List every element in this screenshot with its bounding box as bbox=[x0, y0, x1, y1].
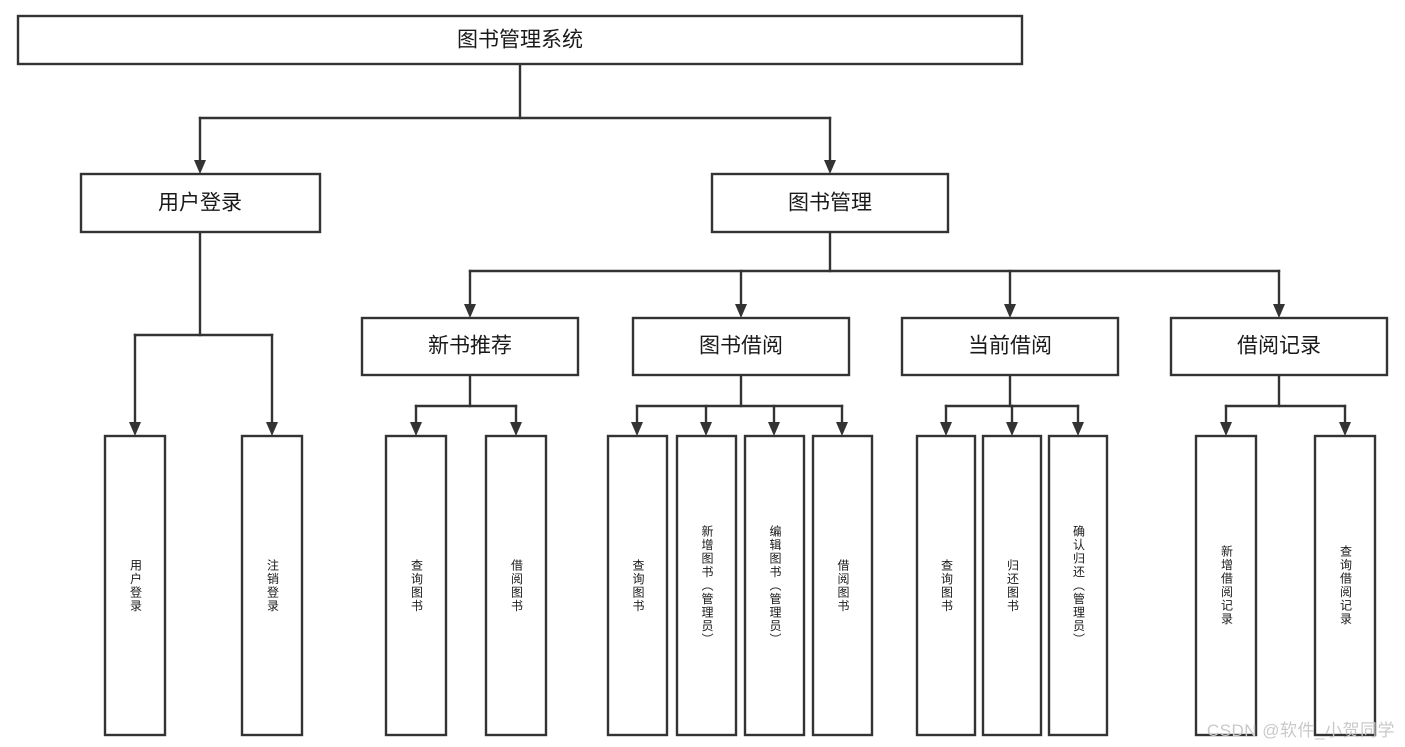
node-label-user-login: 用户登录 bbox=[158, 192, 242, 215]
node-box-leaf-borrow-book-recommend[interactable] bbox=[484, 434, 548, 737]
arrow-head-new-book-recommend bbox=[464, 304, 476, 318]
node-label-borrow-record: 借阅记录 bbox=[1237, 335, 1321, 358]
node-label-new-book-recommend: 新书推荐 bbox=[428, 335, 512, 358]
node-box-leaf-query-book-recommend[interactable] bbox=[384, 434, 448, 737]
node-box-user-login[interactable] bbox=[79, 172, 322, 234]
arrow-head-leaf-query-book-borrow bbox=[631, 422, 643, 436]
arrow-head-leaf-add-book bbox=[700, 422, 712, 436]
arrow-head-leaf-add-borrow-record bbox=[1220, 422, 1232, 436]
node-label-current-borrow: 当前借阅 bbox=[968, 335, 1052, 358]
arrow-head-leaf-query-book-current bbox=[940, 422, 952, 436]
node-box-book-borrow[interactable] bbox=[631, 316, 851, 377]
node-box-leaf-return-book[interactable] bbox=[981, 434, 1043, 737]
connector-layer bbox=[129, 62, 1351, 436]
node-box-borrow-record[interactable] bbox=[1169, 316, 1389, 377]
arrow-head-leaf-logout-login bbox=[266, 422, 278, 436]
node-box-leaf-edit-book[interactable] bbox=[743, 434, 806, 737]
arrow-head-book-manage bbox=[824, 160, 836, 174]
node-layer: 图书管理系统 用户登录 图书管理 新书推荐 图书借阅 当前借阅 借阅记录 bbox=[16, 14, 1389, 737]
node-box-book-manage[interactable] bbox=[710, 172, 950, 234]
node-box-leaf-query-book-current[interactable] bbox=[915, 434, 977, 737]
arrow-head-leaf-borrow-book-recommend bbox=[510, 422, 522, 436]
arrow-head-leaf-user-login bbox=[129, 422, 141, 436]
node-box-current-borrow[interactable] bbox=[900, 316, 1120, 377]
arrow-head-leaf-query-book-recommend bbox=[410, 422, 422, 436]
node-box-leaf-query-borrow-record[interactable] bbox=[1313, 434, 1377, 737]
node-box-new-book-recommend[interactable] bbox=[360, 316, 580, 377]
arrow-head-leaf-query-borrow-record bbox=[1339, 422, 1351, 436]
arrow-head-book-borrow bbox=[735, 304, 747, 318]
arrow-head-leaf-borrow-book bbox=[836, 422, 848, 436]
arrow-head-current-borrow bbox=[1004, 304, 1016, 318]
node-box-leaf-add-borrow-record[interactable] bbox=[1194, 434, 1258, 737]
node-box-leaf-confirm-return[interactable] bbox=[1047, 434, 1109, 737]
arrow-head-user-login bbox=[194, 160, 206, 174]
arrow-head-leaf-return-book bbox=[1006, 422, 1018, 436]
arrow-head-borrow-record bbox=[1273, 304, 1285, 318]
node-label-root: 图书管理系统 bbox=[457, 29, 583, 52]
arrow-head-leaf-edit-book bbox=[768, 422, 780, 436]
node-box-leaf-add-book[interactable] bbox=[675, 434, 738, 737]
node-box-leaf-query-book-borrow[interactable] bbox=[606, 434, 669, 737]
node-box-leaf-borrow-book[interactable] bbox=[811, 434, 874, 737]
node-box-leaf-logout-login[interactable] bbox=[240, 434, 304, 737]
arrow-head-leaf-confirm-return bbox=[1072, 422, 1084, 436]
node-box-root[interactable] bbox=[16, 14, 1024, 66]
csdn-watermark: CSDN @软件_小贺同学 bbox=[1206, 721, 1395, 740]
node-label-book-borrow: 图书借阅 bbox=[699, 335, 783, 358]
node-box-leaf-user-login[interactable] bbox=[103, 434, 167, 737]
node-label-book-manage: 图书管理 bbox=[788, 192, 872, 215]
